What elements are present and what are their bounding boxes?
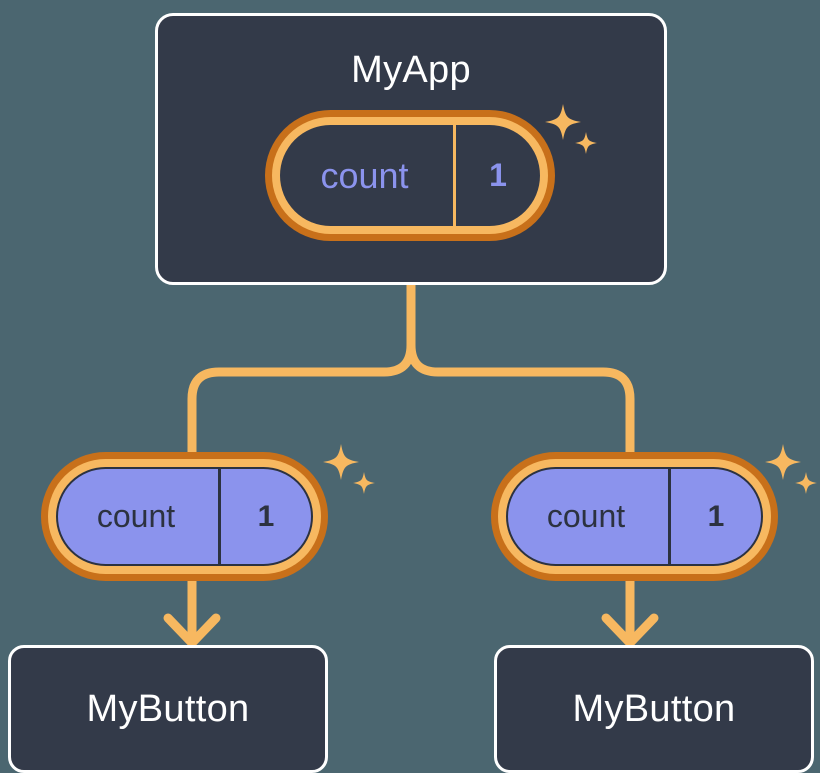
component-label-mybutton-left: MyButton xyxy=(86,688,250,730)
state-key-label: count xyxy=(96,498,176,534)
component-node-mybutton-left[interactable]: MyButton xyxy=(8,645,328,773)
state-pill-child-left[interactable]: count 1 xyxy=(41,452,328,581)
state-pill-body: count 1 xyxy=(280,125,540,226)
sparkle-icon-large xyxy=(765,444,801,480)
sparkle-icon-myapp xyxy=(540,100,610,175)
sparkle-icon-child-left xyxy=(318,440,388,515)
state-pill-child-right[interactable]: count 1 xyxy=(491,452,778,581)
sparkle-icon-large xyxy=(323,444,359,480)
state-pill-body: count 1 xyxy=(56,467,313,566)
sparkle-icon-child-right xyxy=(760,440,820,515)
arrow-down-icon-left xyxy=(163,575,221,648)
state-key-label: count xyxy=(320,154,409,196)
sparkle-icon-small xyxy=(795,472,817,494)
state-value-label: 1 xyxy=(707,499,725,533)
component-label-mybutton-right: MyButton xyxy=(572,688,736,730)
state-pill-inner-ring: count 1 xyxy=(48,459,321,574)
state-value-label: 1 xyxy=(489,157,507,193)
sparkle-icon-small xyxy=(353,472,375,494)
sparkle-icon-small xyxy=(575,132,597,154)
state-pill-body: count 1 xyxy=(506,467,763,566)
state-key-label: count xyxy=(546,498,626,534)
sparkle-icon-large xyxy=(545,104,581,140)
state-pill-inner-ring: count 1 xyxy=(498,459,771,574)
state-pill-myapp[interactable]: count 1 xyxy=(265,110,555,241)
arrow-down-icon-right xyxy=(601,575,659,648)
state-pill-divider xyxy=(668,469,671,564)
component-node-mybutton-right[interactable]: MyButton xyxy=(494,645,814,773)
state-pill-inner-ring: count 1 xyxy=(272,117,548,234)
tree-branch-connector xyxy=(187,280,635,463)
state-pill-divider xyxy=(218,469,221,564)
page-title-myapp: MyApp xyxy=(351,49,471,91)
state-value-label: 1 xyxy=(257,499,275,533)
state-pill-divider xyxy=(453,125,456,226)
